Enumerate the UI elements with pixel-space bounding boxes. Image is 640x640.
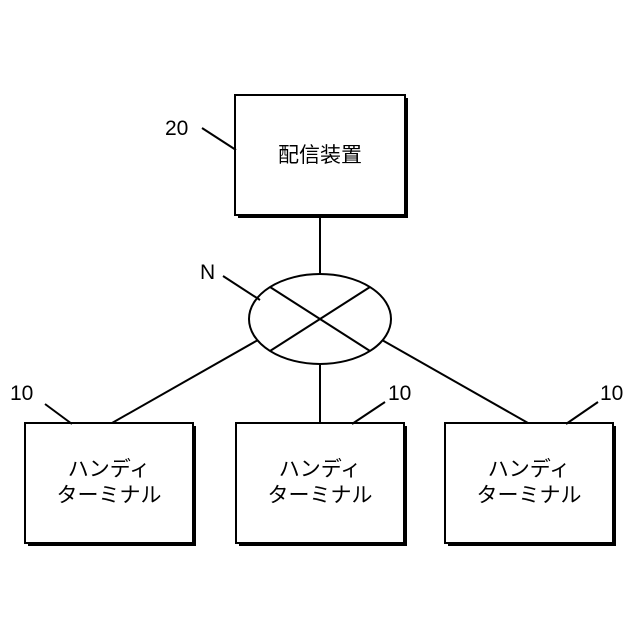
- distribution-device-label: 配信装置: [278, 143, 362, 167]
- terminal-left-ref-leader: [45, 404, 72, 424]
- terminal-left-ref: 10: [10, 382, 33, 405]
- handy-terminal-box-left: ハンディ ターミナル: [25, 423, 196, 546]
- network-ref: N: [200, 261, 215, 284]
- network-ref-leader: [223, 276, 260, 300]
- terminal-center-label-line2: ターミナル: [268, 483, 373, 507]
- terminal-right-label-line1: ハンディ: [488, 457, 571, 481]
- network-node: [249, 274, 391, 364]
- terminal-right-ref-leader: [566, 402, 598, 424]
- terminal-left-label-line2: ターミナル: [57, 483, 162, 507]
- terminal-center-ref: 10: [388, 382, 411, 405]
- terminal-right-label-line2: ターミナル: [477, 483, 582, 507]
- handy-terminal-box-center: ハンディ ターミナル: [236, 423, 407, 546]
- terminal-right-ref: 10: [600, 382, 623, 405]
- terminal-center-label-line1: ハンディ: [279, 457, 362, 481]
- distribution-device-ref: 20: [165, 117, 188, 140]
- distribution-device-ref-leader: [202, 128, 236, 150]
- link-network-terminal-left: [112, 340, 258, 423]
- terminal-center-ref-leader: [352, 402, 385, 424]
- distribution-device-box: 配信装置: [235, 95, 408, 218]
- handy-terminal-box-right: ハンディ ターミナル: [445, 423, 616, 546]
- terminal-left-label-line1: ハンディ: [68, 457, 151, 481]
